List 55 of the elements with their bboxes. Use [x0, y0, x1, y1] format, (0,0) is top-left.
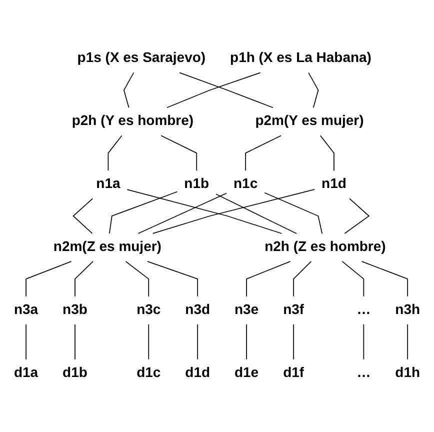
- node-text: d1f: [283, 365, 304, 380]
- node-text: n3c: [136, 302, 161, 318]
- node-text: d1h: [395, 365, 420, 380]
- node-text: n3a: [14, 302, 38, 318]
- connector: [74, 324, 76, 360]
- node-text: p2m(Y es mujer): [255, 114, 364, 129]
- connector: [246, 324, 247, 360]
- node-text: d1e: [234, 365, 259, 380]
- node-text: d1b: [62, 365, 88, 380]
- node-text: n3d: [185, 302, 210, 318]
- connector: [216, 194, 297, 234]
- connector: [197, 324, 198, 360]
- connector: [126, 189, 282, 234]
- connector: [245, 135, 282, 171]
- connector: [264, 192, 323, 234]
- node-text: n1c: [234, 176, 258, 192]
- connector: [293, 324, 294, 360]
- node-text: d1d: [185, 365, 210, 380]
- connector: [125, 261, 150, 297]
- connector: [138, 192, 227, 234]
- connector: [74, 261, 94, 297]
- connector: [320, 135, 334, 171]
- connector: [179, 72, 274, 108]
- node-text: p1s (X es Sarajevo): [77, 50, 206, 66]
- connector: [166, 72, 261, 108]
- node-text: n2m(Z es mujer): [53, 240, 162, 254]
- connector: [160, 135, 198, 171]
- node-text: p1h (X es La Habana): [230, 50, 372, 66]
- node-text: n3h: [395, 302, 420, 318]
- node-text: d1a: [14, 365, 38, 380]
- connector: [26, 261, 72, 297]
- connector: [123, 72, 134, 108]
- connector: [361, 261, 408, 297]
- connector: [108, 191, 178, 234]
- node-text: p2h (Y es hombre): [72, 114, 194, 129]
- connector: [147, 261, 198, 297]
- node-text: n1b: [184, 176, 210, 192]
- node-text: d1c: [136, 365, 161, 380]
- connector: [308, 72, 319, 108]
- node-text: n3f: [283, 302, 304, 318]
- node-text: n3b: [62, 302, 88, 318]
- connector: [108, 135, 122, 171]
- node-text: …: [356, 302, 371, 318]
- connector: [407, 324, 408, 360]
- node-text: n1a: [96, 176, 120, 192]
- node-text: n1d: [322, 176, 346, 192]
- node-text: …: [356, 365, 371, 380]
- connector: [246, 261, 291, 297]
- node-text: n3e: [234, 302, 259, 318]
- node-text: n2h (Z es hombre): [264, 240, 386, 254]
- connector: [152, 189, 315, 234]
- connector: [293, 261, 312, 297]
- connector: [363, 324, 364, 360]
- connector: [148, 324, 150, 360]
- connector: [342, 261, 364, 297]
